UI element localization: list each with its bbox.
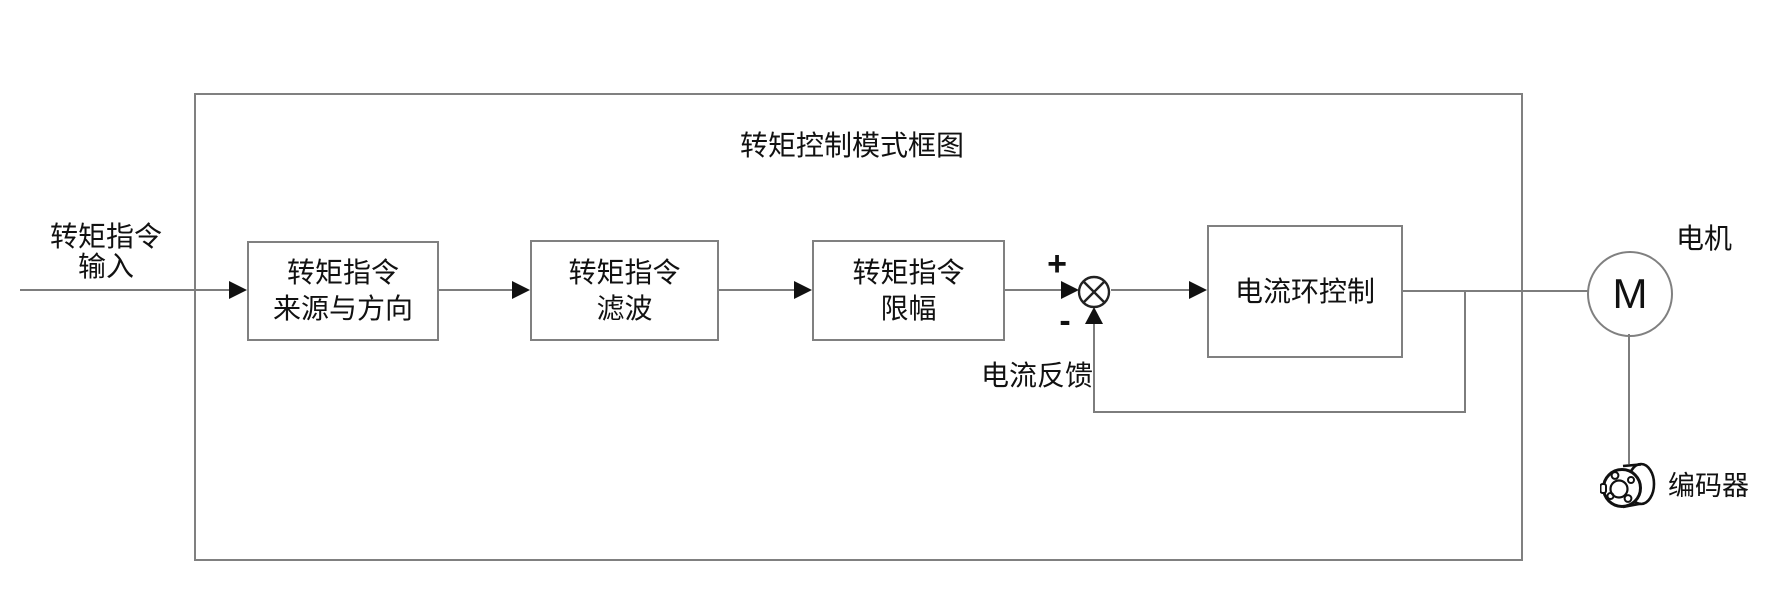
- line-filter-to-limit: [719, 289, 795, 291]
- block-torque-filter-line1: 转矩指令: [568, 256, 681, 288]
- arrowhead-feedback-into-sum-icon: [1085, 307, 1103, 324]
- motor-shaft-line: [1628, 334, 1630, 464]
- arrowhead-into-limit-icon: [794, 281, 812, 299]
- arrowhead-into-sum-icon: [1061, 281, 1079, 299]
- block-current-loop: 电流环控制: [1207, 225, 1403, 358]
- block-torque-source: 转矩指令 来源与方向: [247, 241, 439, 341]
- plus-sign: +: [1047, 245, 1067, 283]
- feedback-riser-line: [1093, 320, 1095, 413]
- encoder-icon: [1600, 462, 1656, 509]
- input-label-line2: 输入: [77, 251, 134, 282]
- diagram-frame: [194, 93, 1523, 561]
- arrowhead-into-currentloop-icon: [1189, 281, 1207, 299]
- block-torque-source-line2: 来源与方向: [272, 293, 413, 324]
- arrowhead-into-filter-icon: [512, 281, 530, 299]
- line-sum-to-currentloop: [1111, 289, 1190, 291]
- line-currentloop-to-motor: [1403, 290, 1589, 292]
- block-torque-limit: 转矩指令 限幅: [812, 240, 1005, 341]
- input-label-line1: 转矩指令: [49, 221, 162, 252]
- feedback-drop-line: [1464, 290, 1466, 412]
- arrowhead-into-source-icon: [229, 281, 247, 299]
- line-source-to-filter: [439, 289, 513, 291]
- block-torque-filter-line2: 滤波: [596, 292, 653, 324]
- current-feedback-label: 电流反馈: [980, 360, 1093, 391]
- motor-circle: M: [1587, 251, 1673, 337]
- motor-symbol: M: [1612, 270, 1648, 317]
- diagram-title: 转矩控制模式框图: [739, 130, 964, 161]
- block-current-loop-label: 电流环控制: [1234, 275, 1375, 307]
- input-line: [20, 289, 230, 291]
- block-torque-source-line1: 转矩指令: [286, 257, 399, 288]
- feedback-bottom-line: [1095, 411, 1466, 413]
- encoder-label: 编码器: [1668, 471, 1749, 501]
- line-limit-to-sum: [1005, 289, 1062, 291]
- motor-label: 电机: [1676, 223, 1733, 254]
- block-torque-limit-line1: 转矩指令: [852, 256, 965, 288]
- block-torque-limit-line2: 限幅: [880, 292, 937, 324]
- block-torque-filter: 转矩指令 滤波: [530, 240, 719, 341]
- minus-sign: -: [1059, 302, 1071, 340]
- summing-junction-icon: [1077, 275, 1111, 309]
- input-label: 转矩指令 输入: [26, 222, 186, 282]
